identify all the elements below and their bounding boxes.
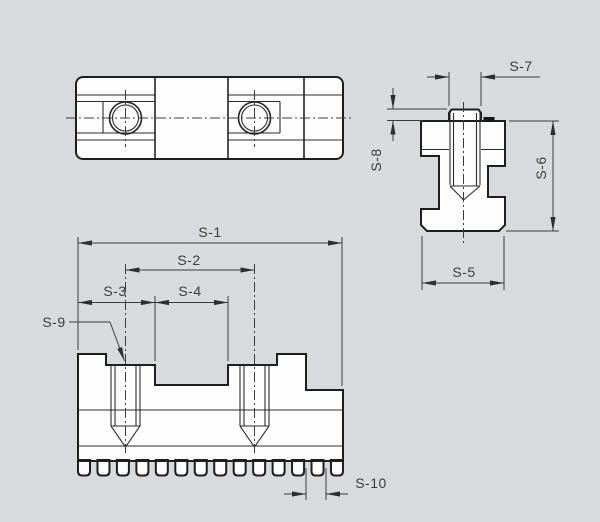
black-mark: [483, 117, 495, 122]
serration-tooth: [252, 459, 267, 477]
serration-tooth: [77, 459, 91, 477]
serration-tooth: [213, 459, 228, 477]
dim-label-s10: S-10: [355, 475, 387, 491]
dim-label-s7: S-7: [509, 58, 532, 74]
dim-label-s4: S-4: [178, 283, 201, 299]
side-view: [420, 102, 506, 243]
serration-tooth: [154, 459, 169, 477]
serration-tooth: [310, 459, 325, 477]
dim-label-s8: S-8: [368, 148, 384, 171]
serration-teeth: [77, 459, 344, 477]
dimensions: S-1 S-2 S-3 S-4 S-5 S-6 S-7 S-8: [42, 58, 559, 500]
serration-tooth: [232, 459, 247, 477]
hole-2-front: [239, 365, 270, 448]
serration-tooth: [291, 459, 306, 477]
top-view: [66, 76, 353, 160]
serration-tooth: [174, 459, 189, 477]
serration-tooth: [115, 459, 130, 477]
leader-line-s9: [109, 321, 125, 362]
serration-tooth: [193, 459, 208, 477]
dim-label-s9: S-9: [42, 314, 65, 330]
front-view: [77, 264, 344, 477]
serration-tooth: [135, 459, 150, 477]
dim-label-s1: S-1: [198, 224, 221, 240]
serration-tooth: [329, 459, 344, 477]
dim-label-s3: S-3: [103, 283, 126, 299]
side-view-hole: [449, 113, 481, 201]
dim-label-s6: S-6: [533, 156, 549, 179]
serration-tooth: [271, 459, 286, 477]
serration-tooth: [96, 459, 111, 477]
dim-label-s2: S-2: [177, 252, 200, 268]
front-view-outline: [77, 353, 344, 462]
dim-label-s5: S-5: [452, 264, 475, 280]
